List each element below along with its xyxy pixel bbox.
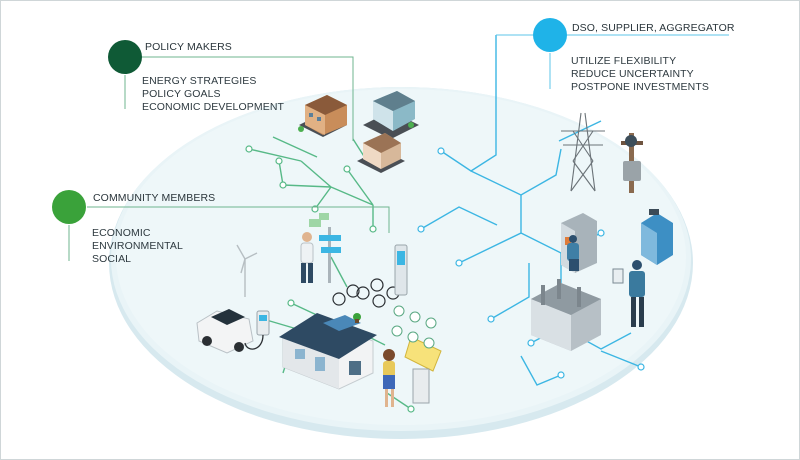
- dso-item-2: REDUCE UNCERTAINTY: [571, 68, 694, 80]
- pole-transformer-icon: [621, 133, 643, 193]
- house-solar-icon: [279, 313, 377, 390]
- policy-item-3: ECONOMIC DEVELOPMENT: [142, 101, 285, 113]
- dso-item-1: UTILIZE FLEXIBILITY: [571, 55, 677, 67]
- substation-icon: [531, 279, 601, 351]
- kiosk-icon: [394, 244, 408, 296]
- electric-car-icon: [196, 309, 254, 354]
- policy-callout-line: [124, 56, 354, 141]
- wind-turbine-icon: [236, 244, 258, 297]
- policy-item-1: ENERGY STRATEGIES: [142, 75, 257, 87]
- dso-title: DSO, SUPPLIER, AGGREGATOR: [572, 22, 735, 34]
- bicycle-icon: [332, 278, 400, 308]
- charger-icon: [244, 310, 270, 350]
- community-callout-line: [68, 206, 390, 261]
- dso-circle: [533, 18, 567, 52]
- community-item-2: ENVIRONMENTAL: [92, 240, 183, 252]
- dso-callout-line: [496, 34, 729, 89]
- person-icon: [383, 349, 395, 407]
- buildings-icon: [298, 91, 419, 173]
- technician-icon: [567, 235, 579, 271]
- policy-item-2: POLICY GOALS: [142, 88, 221, 100]
- app-icons-grid: [391, 305, 437, 349]
- community-members-circle: [52, 190, 86, 224]
- signpost-icon: [319, 227, 341, 283]
- policy-makers-title: POLICY MAKERS: [145, 41, 232, 53]
- dso-item-3: POSTPONE INVESTMENTS: [571, 81, 709, 93]
- plant-icon: [353, 313, 361, 323]
- transmission-tower-icon: [561, 112, 605, 192]
- community-item-1: ECONOMIC: [92, 227, 151, 239]
- community-item-3: SOCIAL: [92, 253, 132, 265]
- policy-makers-circle: [108, 40, 142, 74]
- community-members-title: COMMUNITY MEMBERS: [93, 192, 216, 204]
- person-icon: [300, 213, 329, 283]
- technician-icon: [612, 260, 645, 327]
- transformer-box-icon: [641, 209, 673, 265]
